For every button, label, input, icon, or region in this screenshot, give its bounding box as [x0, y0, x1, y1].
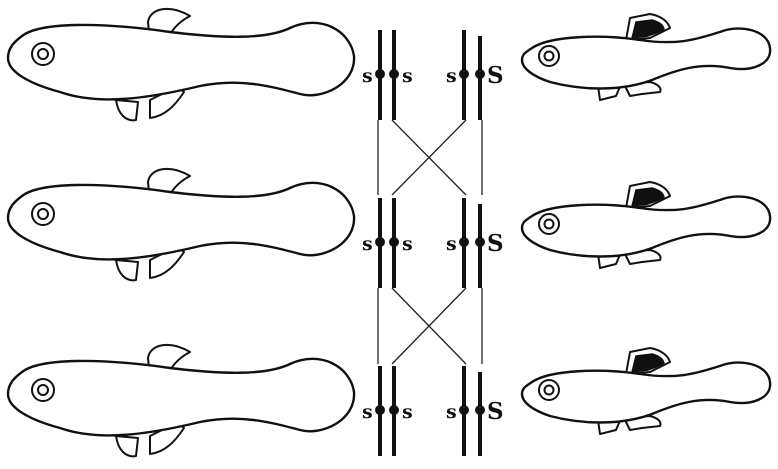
allele-label: s — [402, 233, 413, 255]
female-fish-icon — [8, 169, 354, 280]
chromosome-group: s s s S — [362, 30, 504, 120]
allele-label: s — [362, 65, 373, 87]
chromosome-group: s s s S — [362, 198, 504, 288]
allele-label: s — [362, 401, 373, 423]
allele-label: s — [362, 233, 373, 255]
chromosome-pair-left — [375, 366, 399, 456]
chromosome-pair-right — [459, 366, 485, 456]
allele-label: s — [446, 233, 457, 255]
row-1: s s s S — [8, 9, 770, 120]
allele-label: S — [487, 230, 504, 257]
chromosome-pair-left — [375, 30, 399, 120]
male-fish-icon — [522, 348, 770, 434]
chromosome-pair-right — [459, 30, 485, 120]
chromosome-group: s s s S — [362, 366, 504, 456]
allele-label: S — [487, 398, 504, 425]
allele-label: s — [446, 65, 457, 87]
male-fish-icon — [522, 14, 770, 100]
male-fish-icon — [522, 182, 770, 268]
chromosome-pair-right — [459, 198, 485, 288]
allele-label: s — [402, 65, 413, 87]
female-fish-icon — [8, 9, 354, 120]
allele-label: s — [402, 401, 413, 423]
row-2: s s s S — [8, 169, 770, 288]
allele-label: S — [487, 62, 504, 89]
row-3: s s s S — [8, 345, 770, 456]
female-fish-icon — [8, 345, 354, 456]
allele-label: s — [446, 401, 457, 423]
chromosome-pair-left — [375, 198, 399, 288]
